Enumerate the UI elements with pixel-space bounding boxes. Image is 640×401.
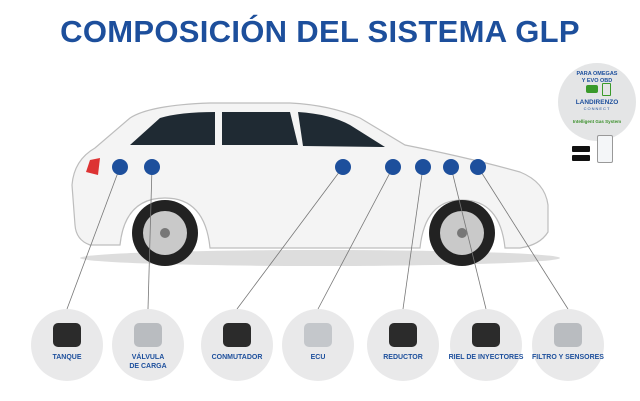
component-label-line1: REDUCTOR	[383, 354, 423, 361]
component-label: FILTRO Y SENSORES	[522, 353, 614, 362]
app-store-badge[interactable]	[572, 155, 590, 161]
component-reducer[interactable]: REDUCTOR	[367, 309, 439, 381]
component-ecu[interactable]: ECU	[282, 309, 354, 381]
component-label-line1: CONMUTADOR	[211, 354, 263, 361]
page-title: COMPOSICIÓN DEL SISTEMA GLP	[60, 14, 580, 49]
component-label-line1: RIEL DE INYECTORES	[448, 354, 524, 361]
badge-brand-sub: CONNECT	[583, 106, 611, 111]
marker-injector-rail[interactable]	[443, 159, 459, 175]
component-switch[interactable]: CONMUTADOR	[201, 309, 273, 381]
badge-line1: PARA OMEGAS	[576, 71, 618, 77]
leader-line-injector-rail	[450, 166, 487, 310]
badge-line2: Y EVO OBD	[581, 78, 613, 84]
switch-image	[223, 323, 251, 347]
component-markers	[112, 159, 486, 175]
component-label-line1: ECU	[310, 354, 326, 361]
ecu-image	[304, 323, 332, 347]
marker-tank[interactable]	[112, 159, 128, 175]
tank-image	[53, 323, 81, 347]
component-label: REDUCTOR	[357, 353, 449, 362]
component-label: CONMUTADOR	[191, 353, 283, 362]
marker-filling-valve[interactable]	[144, 159, 160, 175]
filling-valve-image	[134, 323, 162, 347]
component-label-line2: DE CARGA	[129, 363, 167, 370]
reducer-image	[389, 323, 417, 347]
leader-lines	[66, 166, 569, 310]
phone-icon	[602, 83, 611, 96]
component-filling-valve[interactable]: VÁLVULA DE CARGA	[112, 309, 184, 381]
component-label-line1: TANQUE	[52, 354, 82, 361]
component-label: TANQUE	[21, 353, 113, 362]
component-label: RIEL DE INYECTORES	[440, 353, 532, 362]
car-icon	[586, 85, 598, 93]
leader-line-filter-sensors	[477, 166, 569, 310]
component-label: ECU	[272, 353, 364, 362]
google-play-badge[interactable]	[572, 146, 590, 152]
marker-switch[interactable]	[335, 159, 351, 175]
badge-brand: LANDIRENZO	[575, 99, 619, 106]
phone-mockup	[597, 135, 613, 163]
component-injector-rail[interactable]: RIEL DE INYECTORES	[449, 309, 523, 381]
component-label-line1: FILTRO Y SENSORES	[532, 354, 604, 361]
leader-line-filling-valve	[147, 166, 153, 310]
leader-line-ecu	[317, 166, 394, 310]
component-filter-sensors[interactable]: FILTRO Y SENSORES	[532, 309, 604, 381]
leader-line-switch	[236, 166, 344, 310]
component-label: VÁLVULA DE CARGA	[102, 353, 194, 371]
component-label-line1: VÁLVULA	[131, 354, 165, 361]
marker-ecu[interactable]	[385, 159, 401, 175]
front-wheel	[429, 200, 495, 266]
leader-line-tank	[66, 166, 121, 310]
car-windows	[130, 112, 385, 147]
rear-wheel	[132, 200, 198, 266]
marker-filter-sensors[interactable]	[470, 159, 486, 175]
tail-light	[86, 158, 100, 175]
marker-reducer[interactable]	[415, 159, 431, 175]
component-tank[interactable]: TANQUE	[31, 309, 103, 381]
injector-rail-image	[472, 323, 500, 347]
badge-tagline: Intelligent Gas System	[572, 119, 622, 124]
filter-sensors-image	[554, 323, 582, 347]
leader-line-reducer	[402, 166, 424, 310]
